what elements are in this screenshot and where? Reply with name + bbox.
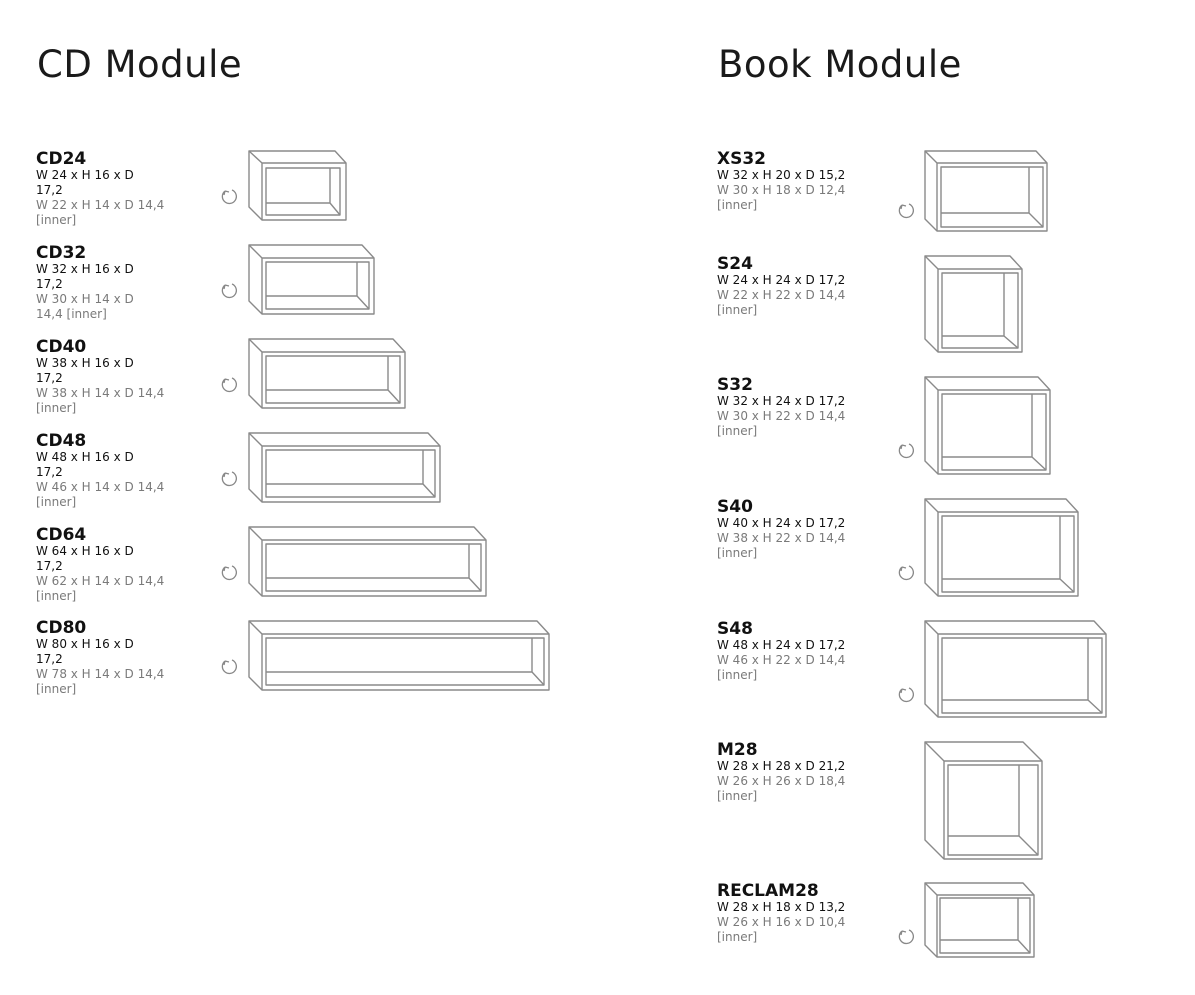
rotate-icon	[898, 203, 914, 219]
module-name: CD80	[36, 618, 87, 638]
inner-dimensions: W 78 x H 14 x D 14,4 [inner]	[36, 667, 165, 696]
outer-dimensions: W 32 x H 20 x D 15,2	[717, 168, 846, 182]
module-cd40: CD40 W 38 x H 16 x D 17,2 W 38 x H 14 x …	[36, 337, 164, 416]
inner-dimensions: W 62 x H 14 x D 14,4 [inner]	[36, 574, 165, 603]
box-drawing-cd64	[248, 526, 487, 597]
module-name: M28	[717, 740, 758, 760]
module-name: XS32	[717, 149, 767, 169]
rotate-icon	[898, 929, 914, 945]
inner-dimensions: W 22 x H 22 x D 14,4 [inner]	[717, 288, 846, 317]
module-s24: S24 W 24 x H 24 x D 17,2 W 22 x H 22 x D…	[717, 255, 877, 318]
box-drawing-s32	[924, 376, 1051, 475]
module-name: S40	[717, 497, 753, 517]
module-cd64: CD64 W 64 x H 16 x D 17,2 W 62 x H 14 x …	[36, 525, 164, 604]
outer-dimensions: W 32 x H 16 x D 17,2	[36, 262, 134, 291]
module-cd80: CD80 W 80 x H 16 x D 17,2 W 78 x H 14 x …	[36, 618, 164, 697]
box-drawing-cd40	[248, 338, 406, 409]
module-m28: M28 W 28 x H 28 x D 21,2 W 26 x H 26 x D…	[717, 741, 877, 804]
box-drawing-m28	[924, 741, 1043, 860]
outer-dimensions: W 48 x H 24 x D 17,2	[717, 638, 846, 652]
module-name: S32	[717, 375, 753, 395]
inner-dimensions: W 38 x H 22 x D 14,4 [inner]	[717, 531, 846, 560]
outer-dimensions: W 24 x H 24 x D 17,2	[717, 273, 846, 287]
rotate-icon	[221, 471, 237, 487]
module-s40: S40 W 40 x H 24 x D 17,2 W 38 x H 22 x D…	[717, 498, 877, 561]
cd-module-title: CD Module	[37, 43, 243, 86]
box-drawing-cd32	[248, 244, 375, 315]
outer-dimensions: W 40 x H 24 x D 17,2	[717, 516, 846, 530]
rotate-icon	[221, 283, 237, 299]
module-cd32: CD32 W 32 x H 16 x D 17,2 W 30 x H 14 x …	[36, 244, 146, 322]
box-drawing-xs32	[924, 150, 1048, 232]
box-drawing-s24	[924, 255, 1023, 353]
inner-dimensions: W 30 x H 18 x D 12,4 [inner]	[717, 183, 846, 212]
book-module-title: Book Module	[718, 43, 962, 86]
inner-dimensions: W 30 x H 22 x D 14,4 [inner]	[717, 409, 846, 438]
module-name: S24	[717, 254, 753, 274]
box-drawing-cd48	[248, 432, 441, 503]
inner-dimensions: W 26 x H 16 x D 10,4 [inner]	[717, 915, 846, 944]
module-reclam28: RECLAM28 W 28 x H 18 x D 13,2 W 26 x H 1…	[717, 882, 877, 945]
module-name: CD32	[36, 243, 87, 263]
module-name: CD40	[36, 337, 87, 357]
box-drawing-cd24	[248, 150, 347, 221]
module-name: CD48	[36, 431, 87, 451]
outer-dimensions: W 28 x H 18 x D 13,2	[717, 900, 846, 914]
outer-dimensions: W 38 x H 16 x D 17,2	[36, 356, 134, 385]
rotate-icon	[221, 565, 237, 581]
module-name: CD24	[36, 149, 87, 169]
module-xs32: XS32 W 32 x H 20 x D 15,2 W 30 x H 18 x …	[717, 150, 877, 213]
box-drawing-s40	[924, 498, 1079, 597]
module-name: RECLAM28	[717, 881, 819, 901]
module-name: CD64	[36, 525, 87, 545]
module-cd48: CD48 W 48 x H 16 x D 17,2 W 46 x H 14 x …	[36, 431, 164, 510]
module-cd24: CD24 W 24 x H 16 x D 17,2 W 22 x H 14 x …	[36, 149, 164, 228]
outer-dimensions: W 32 x H 24 x D 17,2	[717, 394, 846, 408]
box-drawing-s48	[924, 620, 1107, 718]
inner-dimensions: W 46 x H 14 x D 14,4 [inner]	[36, 480, 165, 509]
outer-dimensions: W 64 x H 16 x D 17,2	[36, 544, 134, 573]
box-drawing-reclam28	[924, 882, 1035, 958]
rotate-icon	[221, 189, 237, 205]
inner-dimensions: W 26 x H 26 x D 18,4 [inner]	[717, 774, 846, 803]
module-s48: S48 W 48 x H 24 x D 17,2 W 46 x H 22 x D…	[717, 620, 877, 683]
outer-dimensions: W 24 x H 16 x D 17,2	[36, 168, 134, 197]
rotate-icon	[898, 565, 914, 581]
inner-dimensions: W 38 x H 14 x D 14,4 [inner]	[36, 386, 165, 415]
rotate-icon	[221, 377, 237, 393]
inner-dimensions: W 30 x H 14 x D 14,4 [inner]	[36, 292, 134, 321]
box-drawing-cd80	[248, 620, 550, 691]
inner-dimensions: W 22 x H 14 x D 14,4 [inner]	[36, 198, 165, 227]
rotate-icon	[898, 687, 914, 703]
outer-dimensions: W 28 x H 28 x D 21,2	[717, 759, 846, 773]
module-name: S48	[717, 619, 753, 639]
outer-dimensions: W 48 x H 16 x D 17,2	[36, 450, 134, 479]
rotate-icon	[898, 443, 914, 459]
outer-dimensions: W 80 x H 16 x D 17,2	[36, 637, 134, 666]
rotate-icon	[221, 659, 237, 675]
module-s32: S32 W 32 x H 24 x D 17,2 W 30 x H 22 x D…	[717, 376, 877, 439]
inner-dimensions: W 46 x H 22 x D 14,4 [inner]	[717, 653, 846, 682]
